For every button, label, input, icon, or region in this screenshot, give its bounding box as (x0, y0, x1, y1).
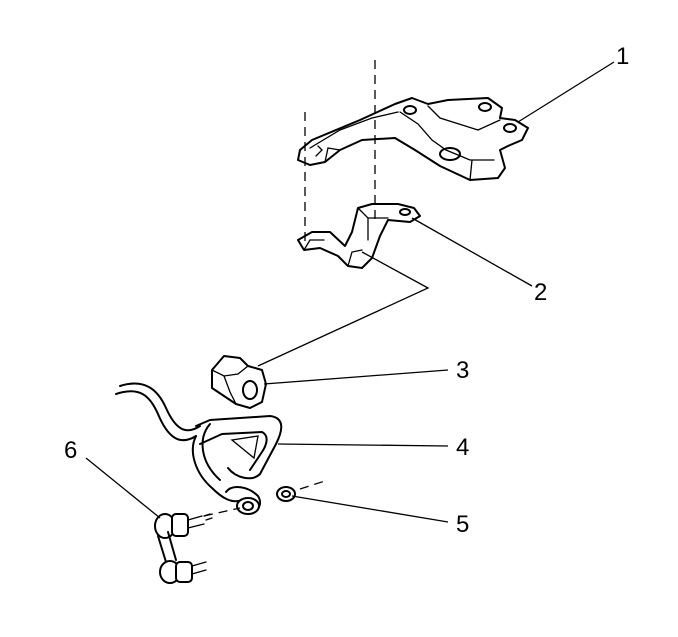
stabilizer-link (154, 507, 241, 584)
leader-lines (85, 61, 615, 523)
callout-5: 5 (456, 511, 469, 538)
callout-4: 4 (456, 434, 469, 461)
callout-2: 2 (534, 279, 547, 306)
bolt-centerlines (304, 60, 376, 245)
upper-bracket (297, 97, 529, 181)
stabilizer-bar (115, 382, 283, 514)
callout-3: 3 (456, 357, 469, 384)
callout-labels: 1 2 3 4 5 6 (64, 43, 629, 538)
washer (236, 480, 326, 515)
callout-1: 1 (616, 43, 629, 70)
callout-6: 6 (64, 437, 77, 464)
bushing (211, 355, 267, 409)
alignment-line (257, 251, 430, 367)
lower-bracket (297, 203, 421, 269)
